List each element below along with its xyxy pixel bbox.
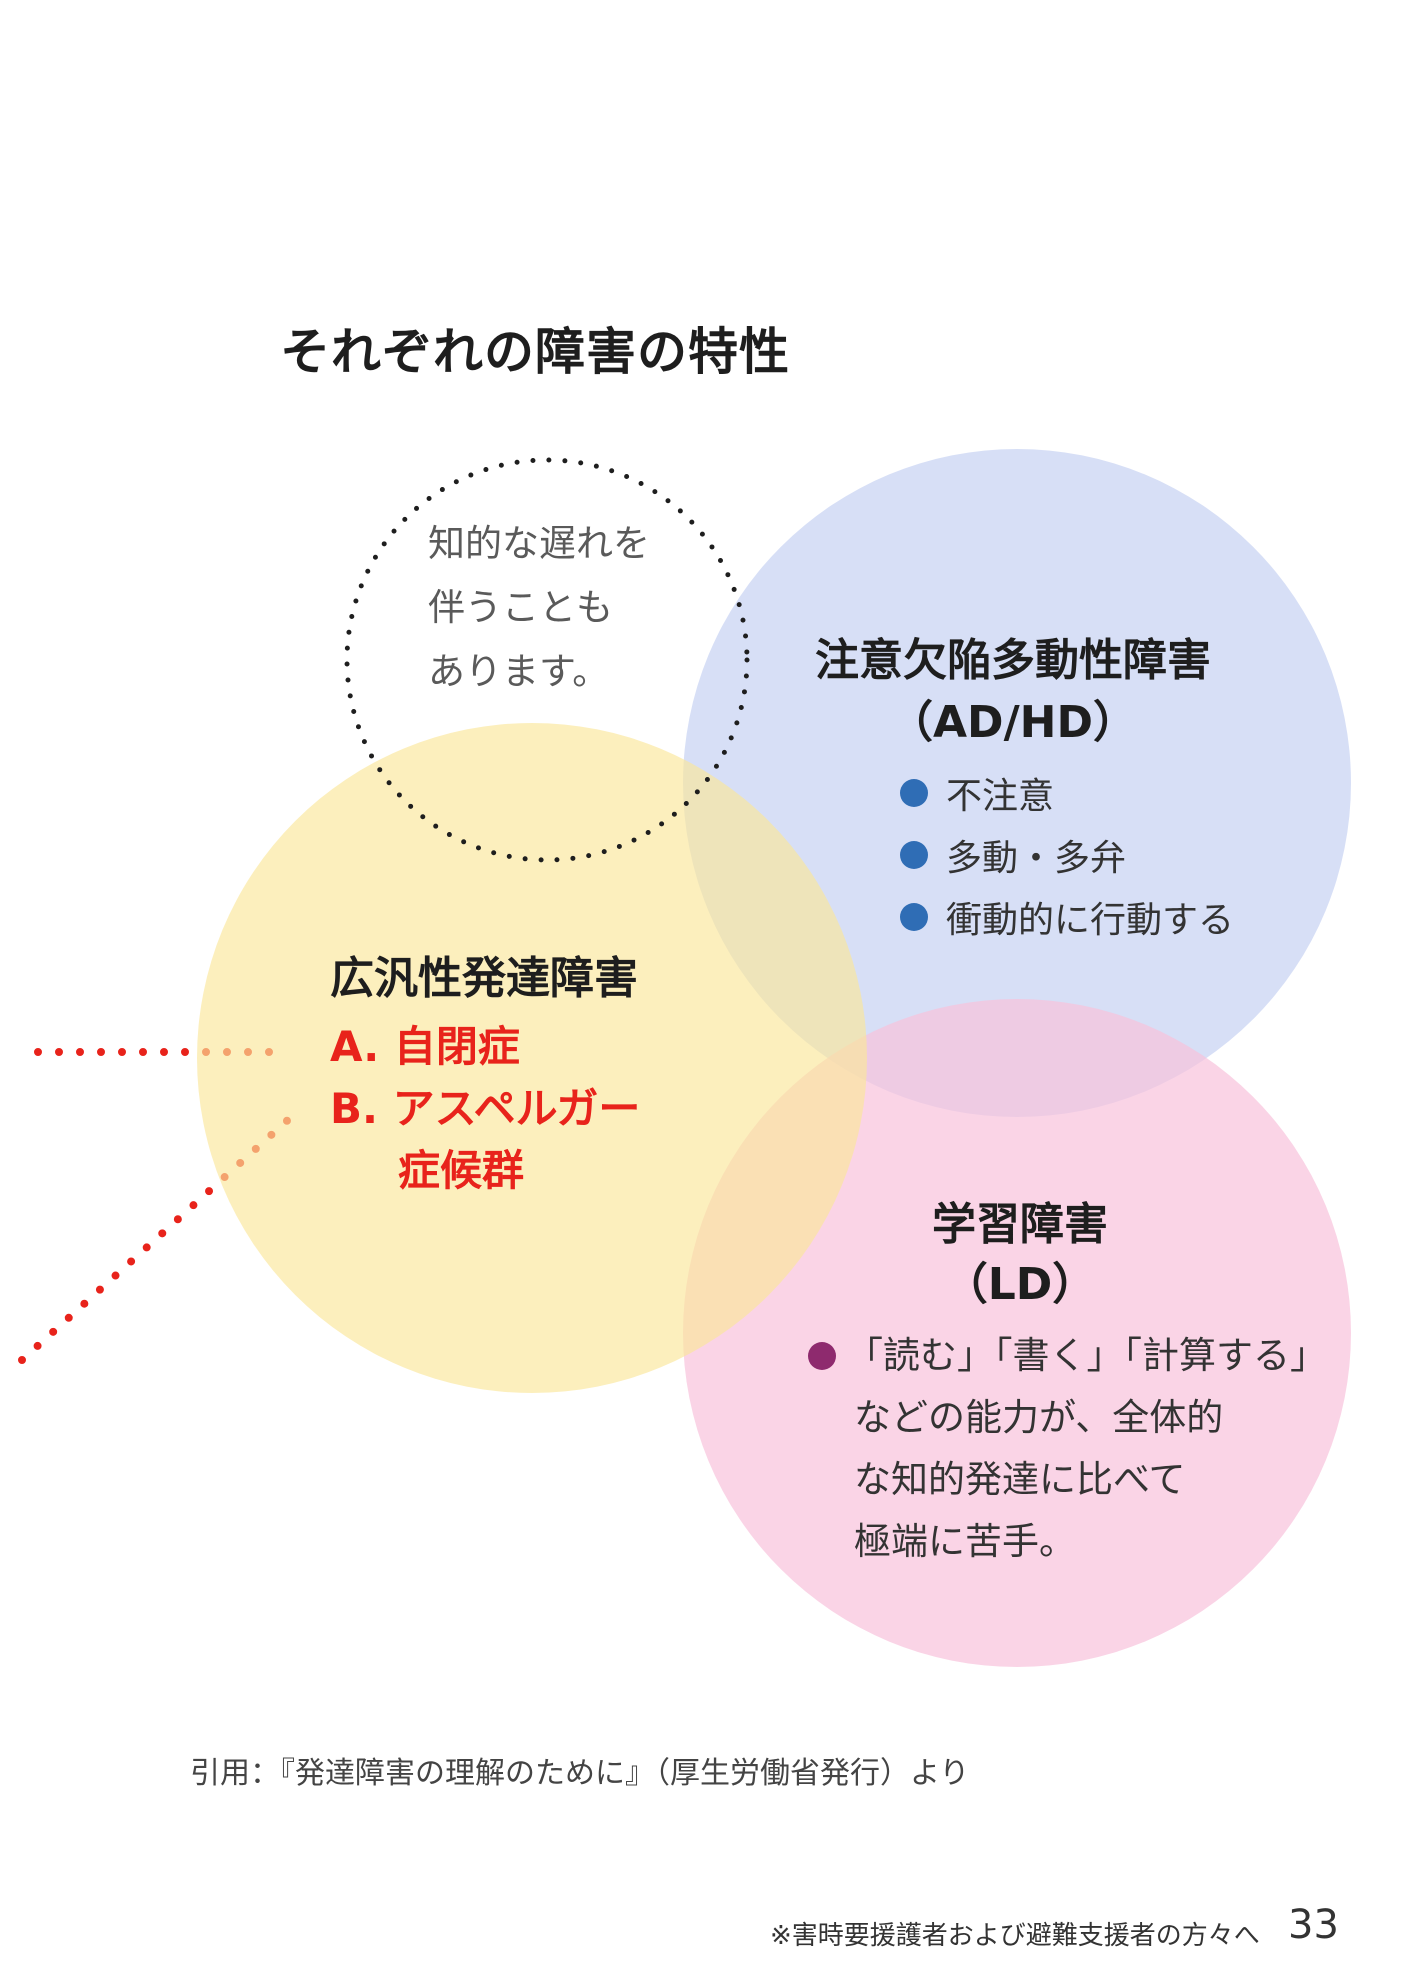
- pdd-item-a: A. 自閉症: [330, 1022, 520, 1071]
- adhd-list: 不注意 多動・多弁 衝動的に行動する: [900, 762, 1234, 948]
- adhd-item-label: 不注意: [946, 776, 1055, 817]
- bullet-dot-icon: [900, 903, 928, 931]
- pdd-circle: [197, 723, 867, 1393]
- ld-line: などの能力が、全体的: [854, 1396, 1224, 1439]
- ld-line: 「読む」「書く」「計算する」: [846, 1334, 1327, 1377]
- pdd-item-b-cont: 症候群: [398, 1146, 525, 1195]
- list-item: 「読む」「書く」「計算する」: [808, 1325, 1327, 1387]
- adhd-title: 注意欠陥多動性障害: [815, 635, 1211, 686]
- ld-line: な知的発達に比べて: [854, 1458, 1186, 1501]
- intellectual-circle: [344, 457, 750, 863]
- ld-description: 「読む」「書く」「計算する」 などの能力が、全体的 な知的発達に比べて 極端に苦…: [808, 1325, 1327, 1573]
- note-line: 知的な遅れを: [428, 522, 650, 565]
- ld-line: 極端に苦手。: [854, 1520, 1076, 1563]
- connector-line-b: [18, 1114, 294, 1364]
- bullet-dot-icon: [900, 841, 928, 869]
- footer-text: ※害時要援護者および避難支援者の方々へ: [770, 1921, 1260, 1951]
- pdd-title: 広汎性発達障害: [330, 953, 638, 1004]
- bullet-dot-icon: [808, 1342, 836, 1370]
- intellectual-note: 知的な遅れを 伴うことも あります。: [428, 512, 650, 704]
- ld-circle: [683, 999, 1351, 1667]
- pdd-list: A. 自閉症 B. アスペルガー 症候群: [330, 1016, 640, 1202]
- list-item: 多動・多弁: [900, 824, 1234, 886]
- list-item: 衝動的に行動する: [900, 886, 1234, 948]
- adhd-item-label: 衝動的に行動する: [946, 900, 1235, 941]
- adhd-abbr: （AD/HD）: [889, 697, 1137, 748]
- source-citation: 引用：『発達障害の理解のために』（厚生労働省発行）より: [190, 1756, 970, 1791]
- ld-abbr: （LD）: [943, 1259, 1097, 1310]
- pdd-item-b: B. アスペルガー: [330, 1084, 641, 1133]
- ld-title: 学習障害: [932, 1199, 1108, 1250]
- page-title: それぞれの障害の特性: [280, 323, 790, 381]
- adhd-item-label: 多動・多弁: [946, 838, 1127, 879]
- page-number: 33: [1288, 1902, 1339, 1948]
- list-item: 不注意: [900, 762, 1234, 824]
- note-line: あります。: [428, 650, 610, 693]
- adhd-circle: [683, 449, 1351, 1117]
- note-line: 伴うことも: [428, 586, 613, 629]
- bullet-dot-icon: [900, 779, 928, 807]
